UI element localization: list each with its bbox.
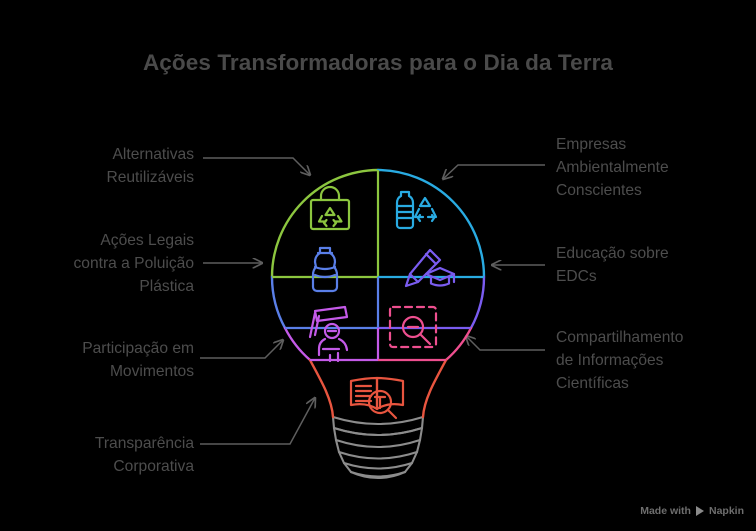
label-corporate-transparency: Transparência Corporativa [94,435,194,475]
bulb-arc-mid-left [270,275,287,330]
watermark-prefix: Made with [640,505,691,517]
search-frame-icon [388,305,438,349]
connector-scientific-info-sharing [466,336,545,351]
bulb-arc-bottom-left [283,326,312,362]
bulb-screw-base [331,415,425,480]
connector-reusable-alternatives [203,157,310,175]
connector-movement-participation [200,340,283,359]
label-edc-education: Educação sobre EDCs [556,245,669,285]
bottle-recycle-icon [395,190,438,230]
page-title: Ações Transformadoras para o Dia da Terr… [142,50,614,75]
watermark: Made with Napkin [640,505,744,517]
bulb-arc-top-right [376,168,486,279]
shopping-bag-recycle-icon [309,185,351,231]
label-reusable-alternatives: Alternativas Reutilizáveis [106,146,194,186]
pencil-graduation-icon [404,248,456,288]
bulb-neck-left [308,358,335,419]
watermark-brand: Napkin [708,505,744,517]
bulb-arc-mid-right [469,275,486,330]
connector-group [200,157,545,445]
label-legal-actions: Ações Legais contra a Poluição Plástica [73,232,195,295]
label-movement-participation: Participação em Movimentos [82,340,194,380]
label-eco-conscious-companies: Empresas Ambientalmente Conscientes [556,136,669,199]
connector-corporate-transparency [200,398,315,445]
bulb-neck-right [421,358,448,419]
bulb-arc-top-left [270,168,380,279]
protest-person-icon [308,305,349,363]
label-scientific-info-sharing: Compartilhamento de Informações Científi… [556,329,684,392]
connector-eco-conscious-companies [443,164,545,179]
plastic-bottle-icon [311,246,339,293]
book-search-icon [349,376,405,420]
bulb-arc-bottom-right [444,326,473,362]
play-triangle-icon [695,506,704,516]
